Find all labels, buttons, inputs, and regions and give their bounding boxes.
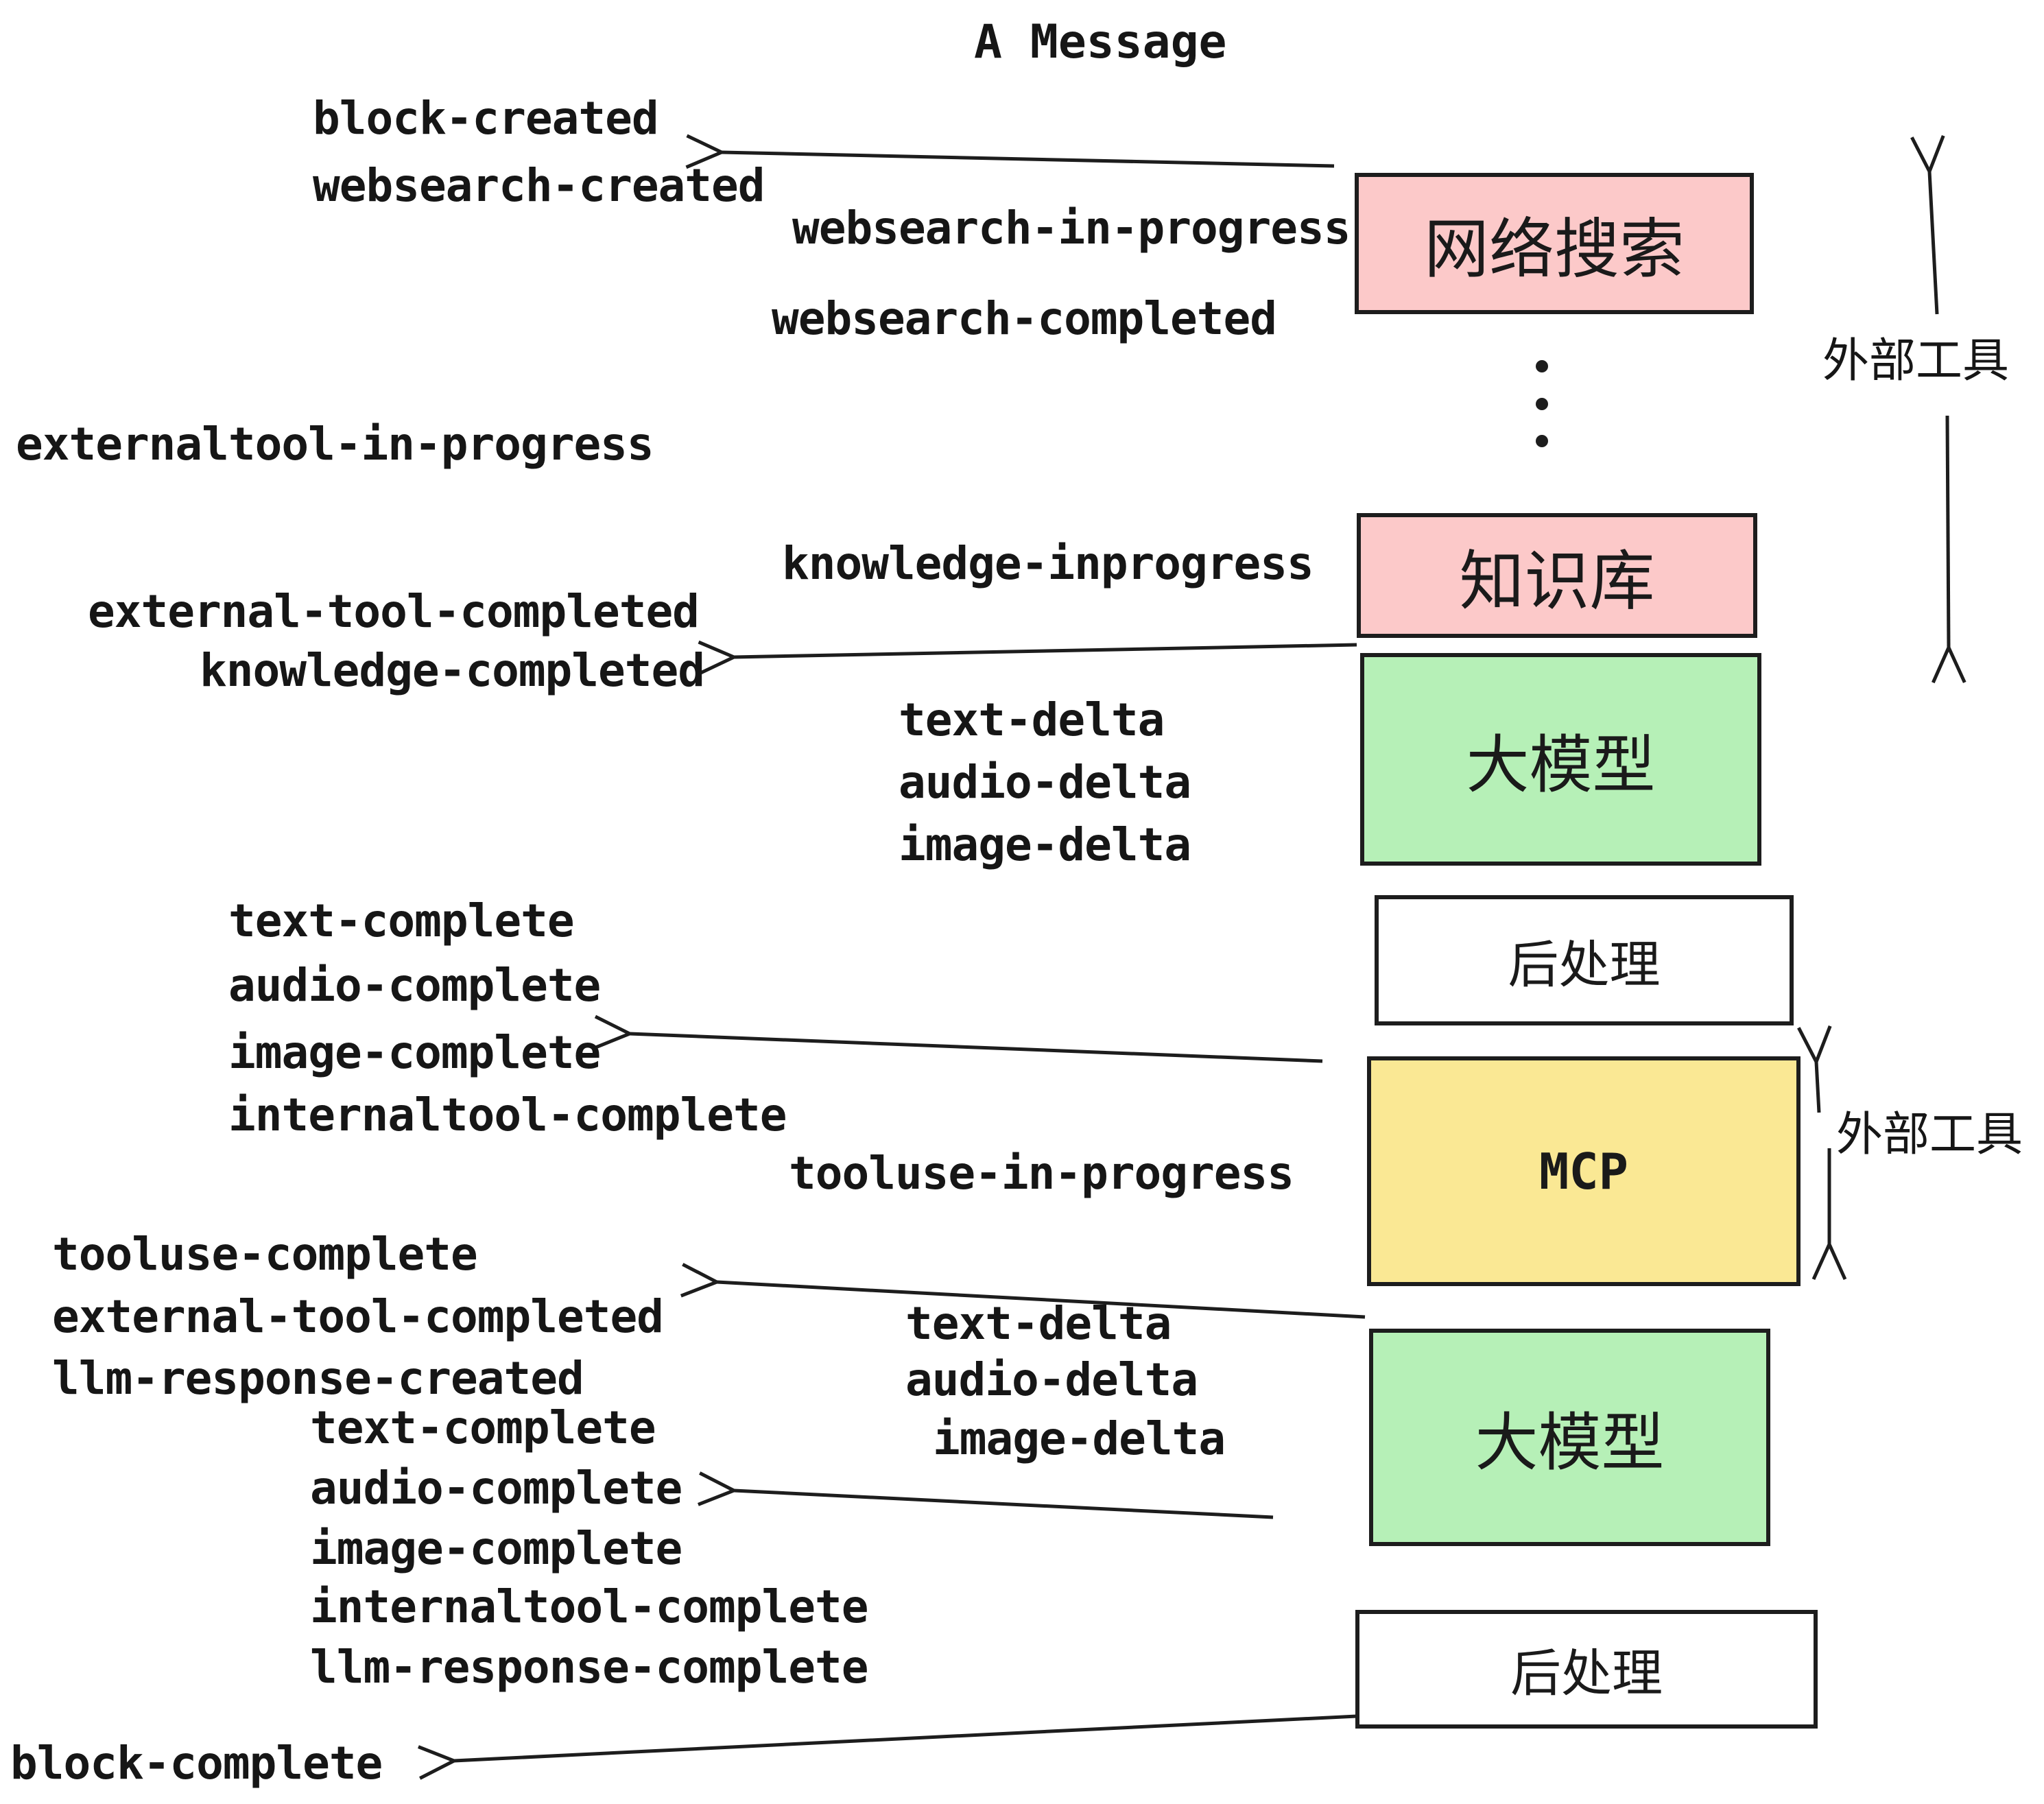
flow-box-mcp: MCP [1367, 1056, 1801, 1286]
event-websearch-created: websearch-created [313, 159, 765, 212]
arrow-block-complete [418, 1714, 1357, 1780]
event-text-complete-1: text-complete [228, 894, 575, 947]
arrow-image-complete [593, 1014, 1323, 1063]
arrow-audio-complete [698, 1471, 1274, 1519]
flow-box-label: 大模型 [1475, 1408, 1665, 1478]
event-image-complete-2: image-complete [310, 1522, 682, 1575]
event-external-tool-completed-1: external-tool-completed [88, 585, 700, 638]
event-audio-delta-2: audio-delta [905, 1353, 1198, 1406]
external-tools-label-top: 外部工具 [1822, 335, 2010, 387]
flow-box-llm-1: 大模型 [1360, 653, 1761, 866]
event-llm-response-created: llm-response-created [52, 1352, 584, 1405]
event-block-complete: block-complete [10, 1737, 383, 1790]
ellipsis-dot [1536, 398, 1548, 410]
ellipsis-dot [1536, 360, 1548, 372]
event-text-delta-1: text-delta [899, 693, 1165, 746]
ellipsis-dot [1536, 435, 1548, 447]
event-tooluse-complete: tooluse-complete [52, 1228, 478, 1281]
flow-box-websearch: 网络搜索 [1355, 173, 1754, 314]
event-text-complete-2: text-complete [310, 1401, 656, 1454]
event-audio-delta-1: audio-delta [899, 756, 1191, 809]
arrow-external-tools-mid-up [1797, 1025, 1832, 1113]
arrow-block-created [685, 134, 1335, 169]
flow-box-label: 大模型 [1466, 730, 1656, 800]
arrow-external-tools-top-up [1910, 134, 1945, 315]
event-knowledge-completed: knowledge-completed [200, 644, 705, 697]
event-tooluse-in-progress: tooluse-in-progress [789, 1147, 1294, 1200]
event-audio-complete-1: audio-complete [228, 959, 601, 1012]
event-audio-complete-2: audio-complete [310, 1462, 682, 1515]
flow-box-label: MCP [1538, 1142, 1629, 1200]
event-image-complete-1: image-complete [228, 1026, 601, 1079]
event-text-delta-2: text-delta [905, 1297, 1172, 1350]
event-internaltool-complete-2: internaltool-complete [310, 1580, 868, 1633]
arrow-knowledge-completed [698, 640, 1357, 676]
flow-box-postprocess-2: 后处理 [1355, 1610, 1818, 1729]
flow-box-label: 后处理 [1508, 936, 1661, 993]
page-title: A Message [974, 15, 1227, 69]
flow-box-label: 网络搜索 [1423, 213, 1685, 286]
event-llm-response-complete: llm-response-complete [310, 1641, 868, 1694]
event-external-tool-completed-2: external-tool-completed [52, 1290, 664, 1343]
event-internaltool-complete-1: internaltool-complete [228, 1089, 787, 1141]
arrow-tooluse-complete [680, 1263, 1366, 1319]
event-block-created: block-created [313, 92, 659, 145]
flow-box-knowledge: 知识库 [1357, 513, 1757, 638]
event-websearch-completed: websearch-completed [772, 292, 1277, 345]
event-knowledge-inprogress: knowledge-inprogress [782, 537, 1314, 590]
event-externaltool-in-progress: externaltool-in-progress [16, 418, 654, 471]
flow-box-postprocess-1: 后处理 [1375, 895, 1794, 1025]
external-tools-label-mid: 外部工具 [1836, 1108, 2023, 1161]
flow-box-llm-2: 大模型 [1369, 1329, 1770, 1546]
arrow-external-tools-top-down [1932, 415, 1966, 684]
event-websearch-in-progress: websearch-in-progress [792, 202, 1351, 254]
event-image-delta-1: image-delta [899, 818, 1191, 871]
flow-box-label: 后处理 [1510, 1645, 1663, 1702]
event-image-delta-2: image-delta [933, 1412, 1226, 1465]
flow-box-label: 知识库 [1459, 545, 1655, 618]
